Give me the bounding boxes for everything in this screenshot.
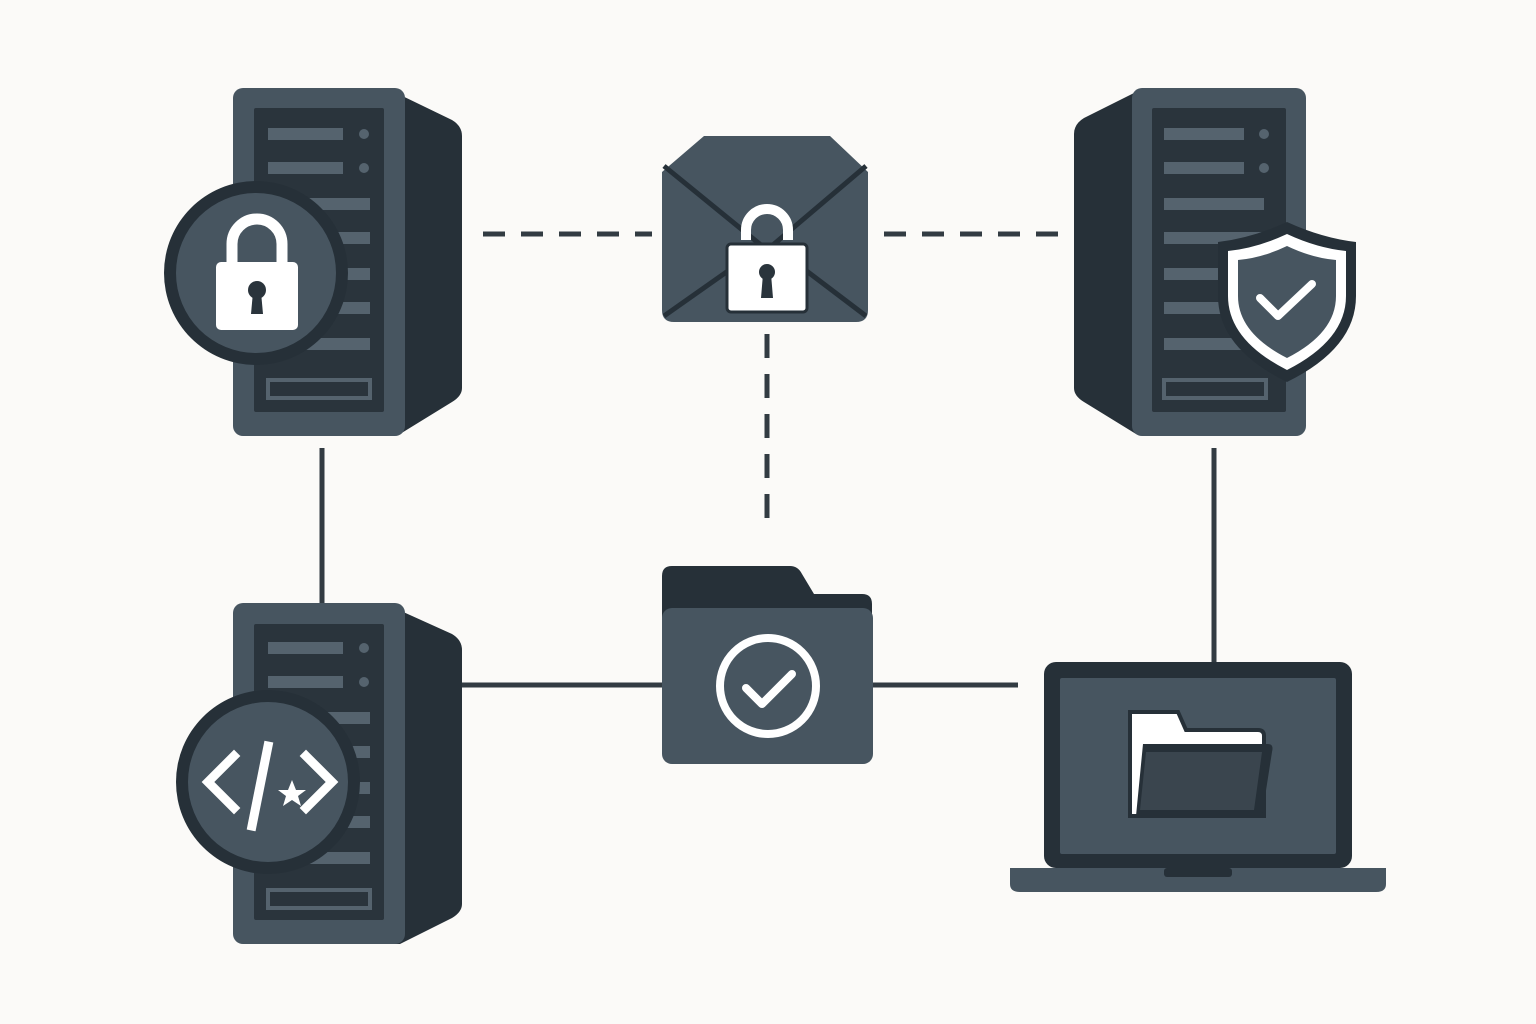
laptop-notch bbox=[1164, 868, 1232, 877]
server-side-panel bbox=[1074, 90, 1146, 434]
verified-folder bbox=[662, 566, 873, 764]
star-icon bbox=[278, 780, 306, 806]
laptop-base bbox=[1010, 868, 1386, 892]
folder-tab bbox=[662, 566, 872, 620]
encrypted-mail bbox=[662, 136, 868, 322]
server-top-right bbox=[1074, 88, 1356, 436]
server-side-panel bbox=[390, 606, 462, 944]
server-top-left bbox=[164, 88, 462, 436]
folder-icon bbox=[1128, 710, 1273, 818]
code-badge bbox=[176, 690, 360, 874]
shield-check-icon bbox=[1218, 222, 1356, 382]
lock-icon bbox=[725, 204, 809, 314]
server-side-panel bbox=[390, 90, 462, 434]
check-circle-icon bbox=[716, 634, 820, 738]
folder-body bbox=[662, 608, 873, 764]
code-icon bbox=[201, 740, 339, 832]
server-bottom-left bbox=[176, 603, 462, 944]
connectors bbox=[319, 231, 1217, 688]
lock-badge bbox=[164, 181, 348, 365]
lock-icon bbox=[216, 213, 298, 330]
laptop bbox=[1010, 662, 1386, 892]
